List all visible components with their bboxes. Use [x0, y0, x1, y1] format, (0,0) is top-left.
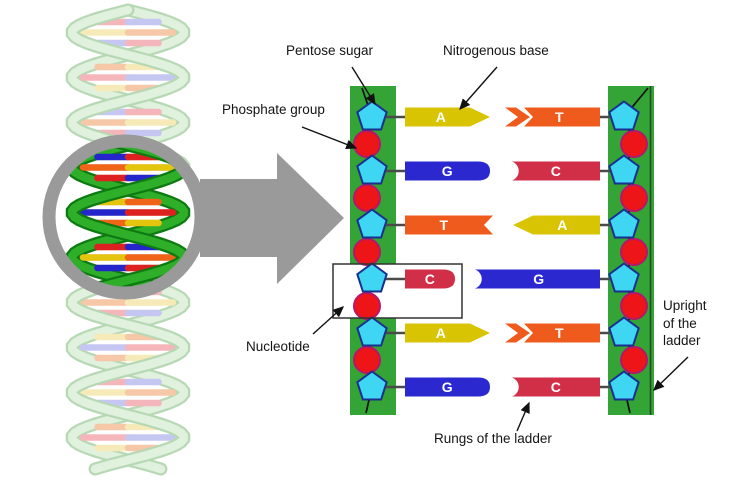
pentose-sugar-label: Pentose sugar	[286, 43, 374, 58]
base-g-row6	[405, 377, 490, 397]
dna-helix-magnified	[65, 147, 191, 287]
sugar-phosphate-chain-right	[608, 87, 649, 414]
annotation-arrows	[301, 66, 689, 432]
magnifier-circle-icon	[42, 134, 208, 300]
base-a-row3	[513, 215, 600, 235]
base-letter: C	[550, 163, 562, 179]
base-letter: T	[439, 217, 449, 233]
upright-label-line2: of the	[663, 315, 697, 331]
base-g-row2	[405, 161, 490, 181]
base-c-row6	[512, 377, 600, 397]
upright-label-line3: ladder	[663, 333, 701, 349]
base-letter: G	[441, 379, 454, 395]
base-c-row2	[512, 161, 600, 181]
base-t-row1	[524, 107, 600, 127]
rungs-of-the-ladder-label: Rungs of the ladder	[434, 431, 552, 446]
nucleotide-arrow	[312, 306, 345, 335]
upright-arrow	[652, 356, 689, 391]
base-letter: T	[554, 109, 565, 125]
base-letter: C	[424, 271, 436, 287]
nucleotide-label: Nucleotide	[246, 339, 310, 354]
base-letter: A	[557, 217, 568, 233]
base-t-row3	[405, 215, 493, 235]
base-letter: G	[533, 271, 545, 287]
rungs-arrow	[516, 401, 530, 432]
base-letter: T	[554, 325, 565, 341]
nitrogenous-base-label: Nitrogenous base	[443, 43, 549, 58]
base-letter: A	[435, 325, 447, 341]
base-a-row1	[405, 107, 490, 127]
nitrogenous-base-arrow	[459, 66, 498, 111]
sugar-phosphate-chain-left	[353, 87, 388, 414]
base-t-row1-chevron	[505, 107, 530, 127]
base-c-row4	[405, 269, 455, 289]
base-letter: A	[435, 109, 447, 125]
phosphate-group-label: Phosphate group	[222, 102, 325, 117]
phosphate-group-arrow	[301, 126, 358, 150]
pentose-sugar-arrow	[351, 66, 376, 106]
zoom-arrow	[200, 153, 344, 284]
nucleotide-box	[332, 263, 463, 319]
base-letter: G	[441, 163, 454, 179]
base-letter: C	[550, 379, 562, 395]
base-g-row4	[475, 269, 600, 289]
upright-of-the-ladder-label: Upright of the ladder	[663, 297, 707, 350]
base-a-row5	[405, 323, 490, 343]
upright-label-line1: Upright	[663, 298, 707, 313]
base-t-row5-chevron	[505, 323, 530, 343]
base-connectors	[386, 115, 610, 389]
base-t-row5	[524, 323, 600, 343]
